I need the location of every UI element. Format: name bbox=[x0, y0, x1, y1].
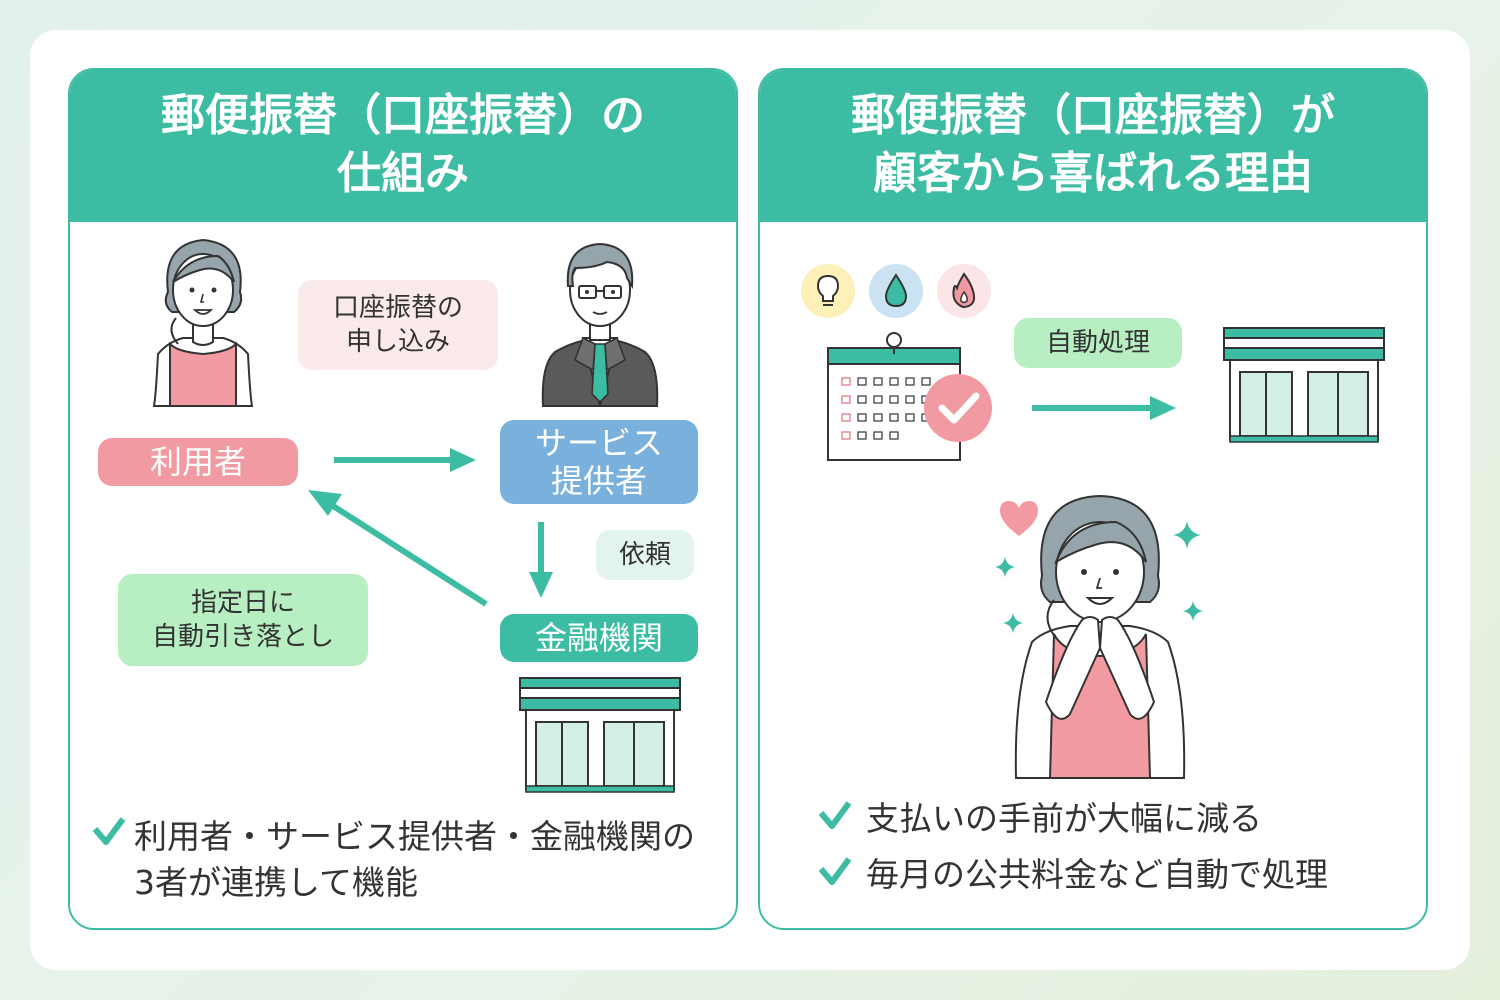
provider-line2: 提供者 bbox=[550, 462, 647, 500]
flame-icon bbox=[937, 264, 991, 318]
auto-debit-pill: 指定日に 自動引き落とし bbox=[118, 574, 368, 666]
arrow-icon bbox=[1032, 396, 1176, 420]
arrow-icon bbox=[334, 448, 476, 472]
reasons-title-line2: 顧客から喜ばれる理由 bbox=[873, 148, 1313, 199]
user-label: 利用者 bbox=[98, 438, 298, 486]
check-icon bbox=[818, 801, 852, 829]
mechanism-footer-line1: 利用者・サービス提供者・金融機関の bbox=[134, 817, 695, 856]
mechanism-footer: 利用者・サービス提供者・金融機関の 3者が連携して機能 bbox=[134, 814, 695, 906]
benefit-2: 毎月の公共料金など自動で処理 bbox=[866, 852, 1328, 898]
sparkle-icon bbox=[1173, 521, 1201, 549]
arrow-icon bbox=[308, 490, 488, 607]
shop-icon bbox=[519, 677, 681, 793]
arrow-icon bbox=[529, 522, 553, 598]
mechanism-title-line2: 仕組み bbox=[337, 148, 469, 199]
auto-process-text: 自動処理 bbox=[1045, 328, 1150, 358]
mechanism-footer-line2: 3者が連携して機能 bbox=[134, 863, 419, 902]
lightbulb-icon bbox=[801, 264, 855, 318]
mechanism-title-line1: 郵便振替（口座振替）の bbox=[161, 90, 645, 141]
provider-line1: サービス bbox=[534, 424, 663, 462]
request-text: 依頼 bbox=[618, 540, 671, 570]
reasons-title: 郵便振替（口座振替）が 顧客から喜ばれる理由 bbox=[760, 70, 1426, 222]
shop-icon bbox=[1223, 327, 1385, 443]
happy-woman-illustration bbox=[1014, 494, 1186, 779]
benefit-2-text: 毎月の公共料金など自動で処理 bbox=[866, 855, 1328, 894]
benefit-1-text: 支払いの手前が大幅に減る bbox=[866, 799, 1262, 838]
request-pill: 依頼 bbox=[596, 530, 694, 580]
user-label-text: 利用者 bbox=[149, 443, 246, 481]
mechanism-title: 郵便振替（口座振替）の 仕組み bbox=[70, 70, 736, 222]
calendar-icon bbox=[827, 332, 992, 461]
check-icon bbox=[818, 857, 852, 885]
reasons-title-line1: 郵便振替（口座振替）が bbox=[851, 90, 1335, 141]
provider-label: サービス 提供者 bbox=[500, 420, 698, 504]
application-line1: 口座振替の bbox=[332, 293, 463, 323]
sparkle-icon bbox=[1002, 612, 1024, 634]
check-icon bbox=[92, 817, 126, 845]
user-woman-illustration bbox=[152, 238, 254, 407]
bank-label: 金融機関 bbox=[500, 614, 698, 662]
provider-businessman-illustration bbox=[541, 242, 659, 407]
auto-process-pill: 自動処理 bbox=[1014, 318, 1182, 368]
auto-debit-line1: 指定日に bbox=[190, 588, 295, 618]
sparkle-icon bbox=[994, 556, 1016, 578]
sparkle-icon bbox=[1182, 600, 1204, 622]
application-line2: 申し込み bbox=[345, 327, 450, 357]
application-pill: 口座振替の 申し込み bbox=[298, 280, 498, 370]
water-drop-icon bbox=[869, 264, 923, 318]
bank-label-text: 金融機関 bbox=[534, 619, 663, 657]
benefit-1: 支払いの手前が大幅に減る bbox=[866, 796, 1262, 842]
auto-debit-line2: 自動引き落とし bbox=[151, 622, 334, 652]
heart-icon bbox=[1000, 501, 1038, 536]
